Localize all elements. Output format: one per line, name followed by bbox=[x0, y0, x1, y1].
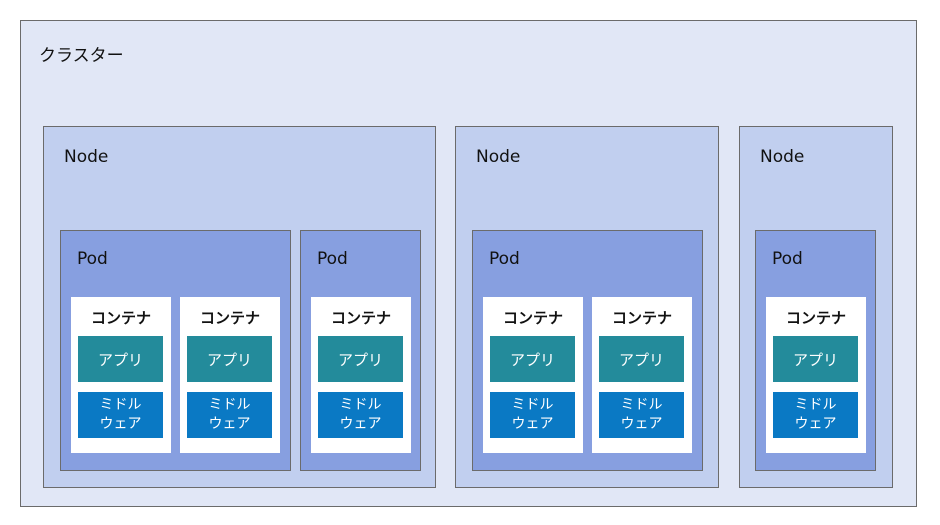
middleware-line: ミドル bbox=[208, 397, 251, 413]
app-block: アプリ bbox=[318, 336, 403, 382]
pod-label: Pod bbox=[772, 249, 803, 269]
container-box: コンテナ アプリ ミドル ウェア bbox=[180, 297, 280, 453]
container-box: コンテナ アプリ ミドル ウェア bbox=[592, 297, 692, 453]
container-title: コンテナ bbox=[199, 309, 260, 327]
node-label: Node bbox=[476, 147, 521, 167]
middleware-line: ウェア bbox=[339, 416, 382, 432]
middleware-block: ミドル ウェア bbox=[490, 392, 575, 438]
pod-label: Pod bbox=[77, 249, 108, 269]
middleware-line: ウェア bbox=[511, 416, 554, 432]
container-box: コンテナ アプリ ミドル ウェア bbox=[311, 297, 411, 453]
app-block: アプリ bbox=[773, 336, 858, 382]
middleware-block: ミドル ウェア bbox=[318, 392, 403, 438]
container-box: コンテナ アプリ ミドル ウェア bbox=[483, 297, 583, 453]
container-title: コンテナ bbox=[90, 309, 151, 327]
container-box: コンテナ アプリ ミドル ウェア bbox=[71, 297, 171, 453]
container-title: コンテナ bbox=[611, 309, 672, 327]
cluster-label: クラスター bbox=[39, 46, 124, 66]
middleware-line: ウェア bbox=[794, 416, 837, 432]
middleware-line: ミドル bbox=[99, 397, 142, 413]
node-label: Node bbox=[760, 147, 805, 167]
app-block: アプリ bbox=[490, 336, 575, 382]
middleware-block: ミドル ウェア bbox=[78, 392, 163, 438]
middleware-line: ウェア bbox=[620, 416, 663, 432]
app-block: アプリ bbox=[599, 336, 684, 382]
middleware-line: ウェア bbox=[208, 416, 251, 432]
middleware-block: ミドル ウェア bbox=[599, 392, 684, 438]
middleware-line: ミドル bbox=[794, 397, 837, 413]
pod-label: Pod bbox=[317, 249, 348, 269]
container-title: コンテナ bbox=[785, 309, 846, 327]
middleware-line: ミドル bbox=[339, 397, 382, 413]
middleware-line: ミドル bbox=[620, 397, 663, 413]
node-label: Node bbox=[64, 147, 109, 167]
app-block: アプリ bbox=[78, 336, 163, 382]
container-title: コンテナ bbox=[330, 309, 391, 327]
middleware-line: ウェア bbox=[99, 416, 142, 432]
container-box: コンテナ アプリ ミドル ウェア bbox=[766, 297, 866, 453]
middleware-line: ミドル bbox=[511, 397, 554, 413]
pod-label: Pod bbox=[489, 249, 520, 269]
app-block: アプリ bbox=[187, 336, 272, 382]
middleware-block: ミドル ウェア bbox=[187, 392, 272, 438]
container-title: コンテナ bbox=[502, 309, 563, 327]
middleware-block: ミドル ウェア bbox=[773, 392, 858, 438]
